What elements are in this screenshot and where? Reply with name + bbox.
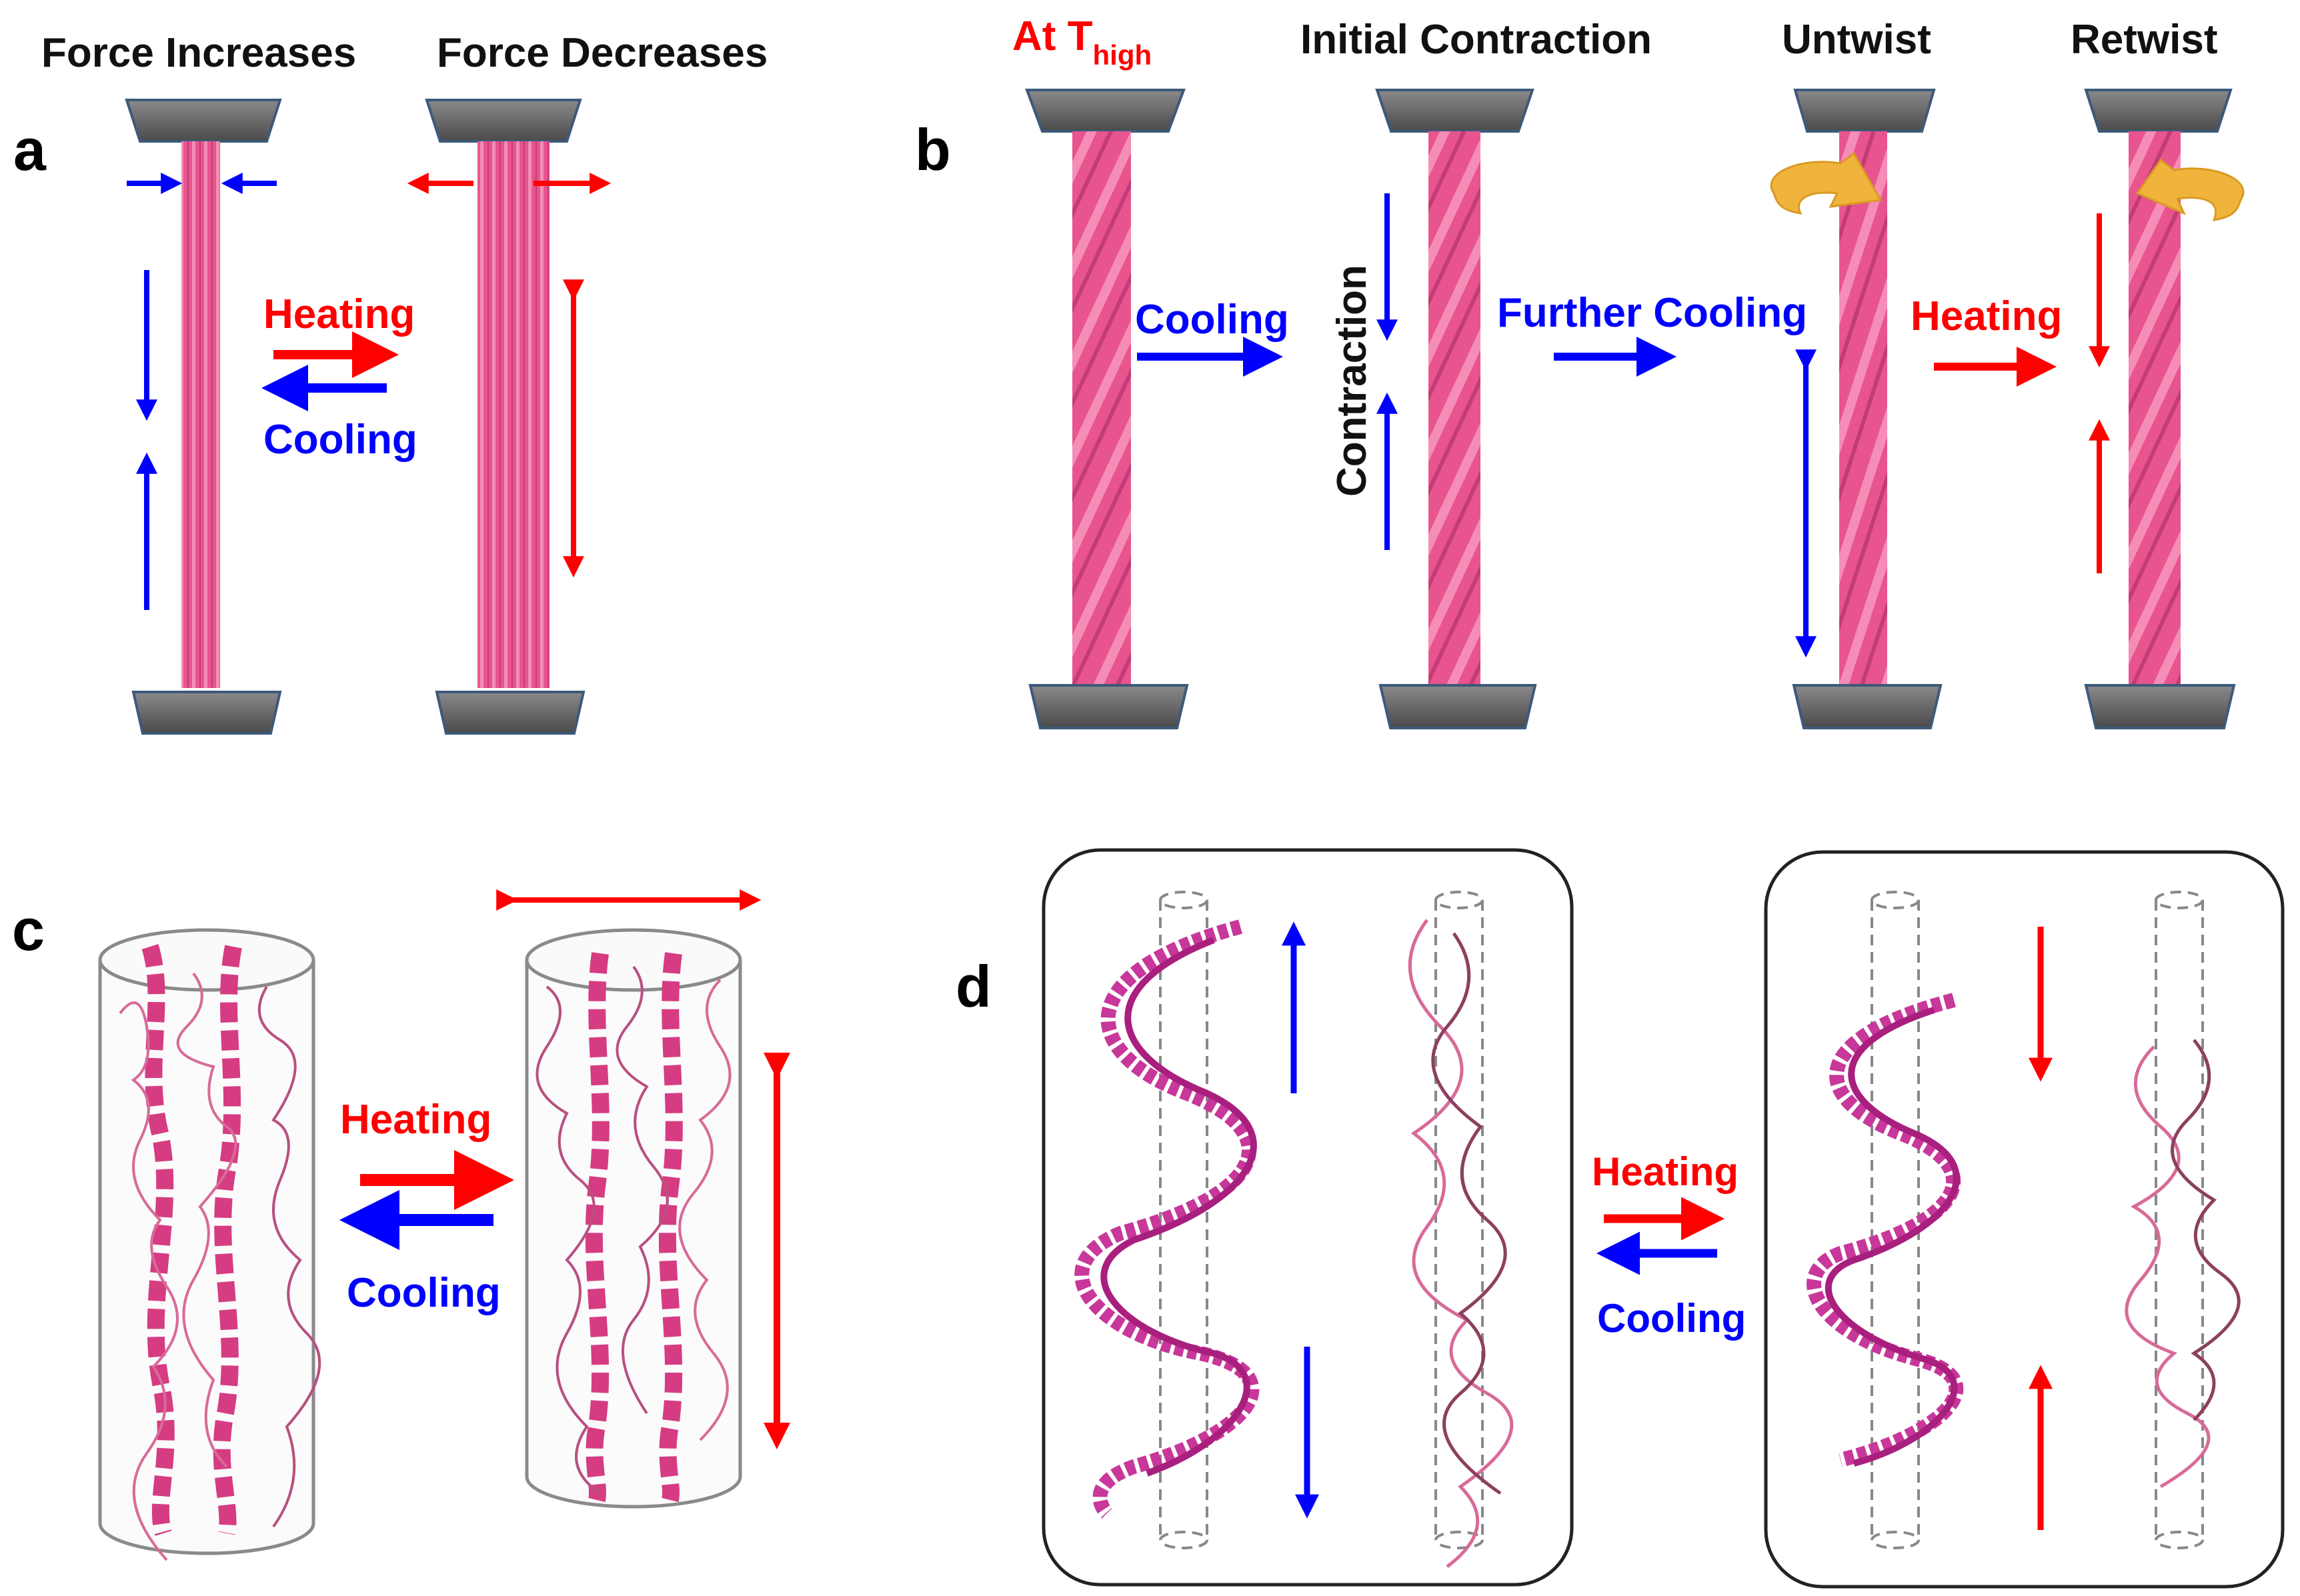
fiber-thin xyxy=(125,99,282,735)
panel-a-title-left: Force Increases xyxy=(41,30,356,76)
fiber-high-temp xyxy=(1025,89,1189,729)
panel-b-title-4: Retwist xyxy=(2071,17,2217,63)
panel-b: b At Thigh Initial Contraction Untwist R… xyxy=(915,13,2245,729)
panel-a-title-right: Force Decreases xyxy=(437,30,768,76)
panel-d-letter: d xyxy=(956,953,992,1019)
panel-c: c Heating Cooling xyxy=(12,889,790,1561)
untwist-rotation-arrow xyxy=(1770,151,1883,215)
panel-b-heating: Heating xyxy=(1911,293,2062,339)
fiber-thick xyxy=(425,99,586,735)
panel-a-letter: a xyxy=(13,117,47,183)
panel-b-title-2: Initial Contraction xyxy=(1300,17,1652,63)
panel-b-contraction: Contraction xyxy=(1329,265,1375,497)
panel-a-heating: Heating xyxy=(263,291,415,337)
t-high-sub: high xyxy=(1093,39,1152,71)
panel-b-title-3: Untwist xyxy=(1782,17,1931,63)
panel-d: d Heating Cooling xyxy=(956,848,2285,1589)
panel-d-cooling: Cooling xyxy=(1597,1296,1746,1341)
panel-d-heating: Heating xyxy=(1592,1149,1739,1194)
panel-a-cooling: Cooling xyxy=(263,417,417,463)
retwist-rotation-arrow xyxy=(2135,158,2245,221)
fiber-retwist xyxy=(2084,89,2236,729)
cylinder-left xyxy=(98,928,321,1561)
panel-c-cooling: Cooling xyxy=(347,1270,501,1316)
fiber-initial-contraction xyxy=(1375,89,1537,729)
cylinder-right xyxy=(525,928,742,1509)
panel-a: a Force Increases Force Decreases Heatin… xyxy=(13,30,768,735)
panel-c-heating: Heating xyxy=(340,1097,491,1143)
panel-b-further-cooling: Further Cooling xyxy=(1497,290,1807,336)
box-hot xyxy=(1764,850,2285,1589)
panel-c-letter: c xyxy=(12,897,45,963)
t-high-main: At T xyxy=(1012,13,1093,59)
panel-b-title-1: At Thigh xyxy=(1012,13,1152,71)
panel-b-letter: b xyxy=(915,117,951,183)
fiber-untwist xyxy=(1792,89,1943,729)
panel-b-cooling: Cooling xyxy=(1135,297,1289,343)
box-cold xyxy=(1042,848,1574,1587)
